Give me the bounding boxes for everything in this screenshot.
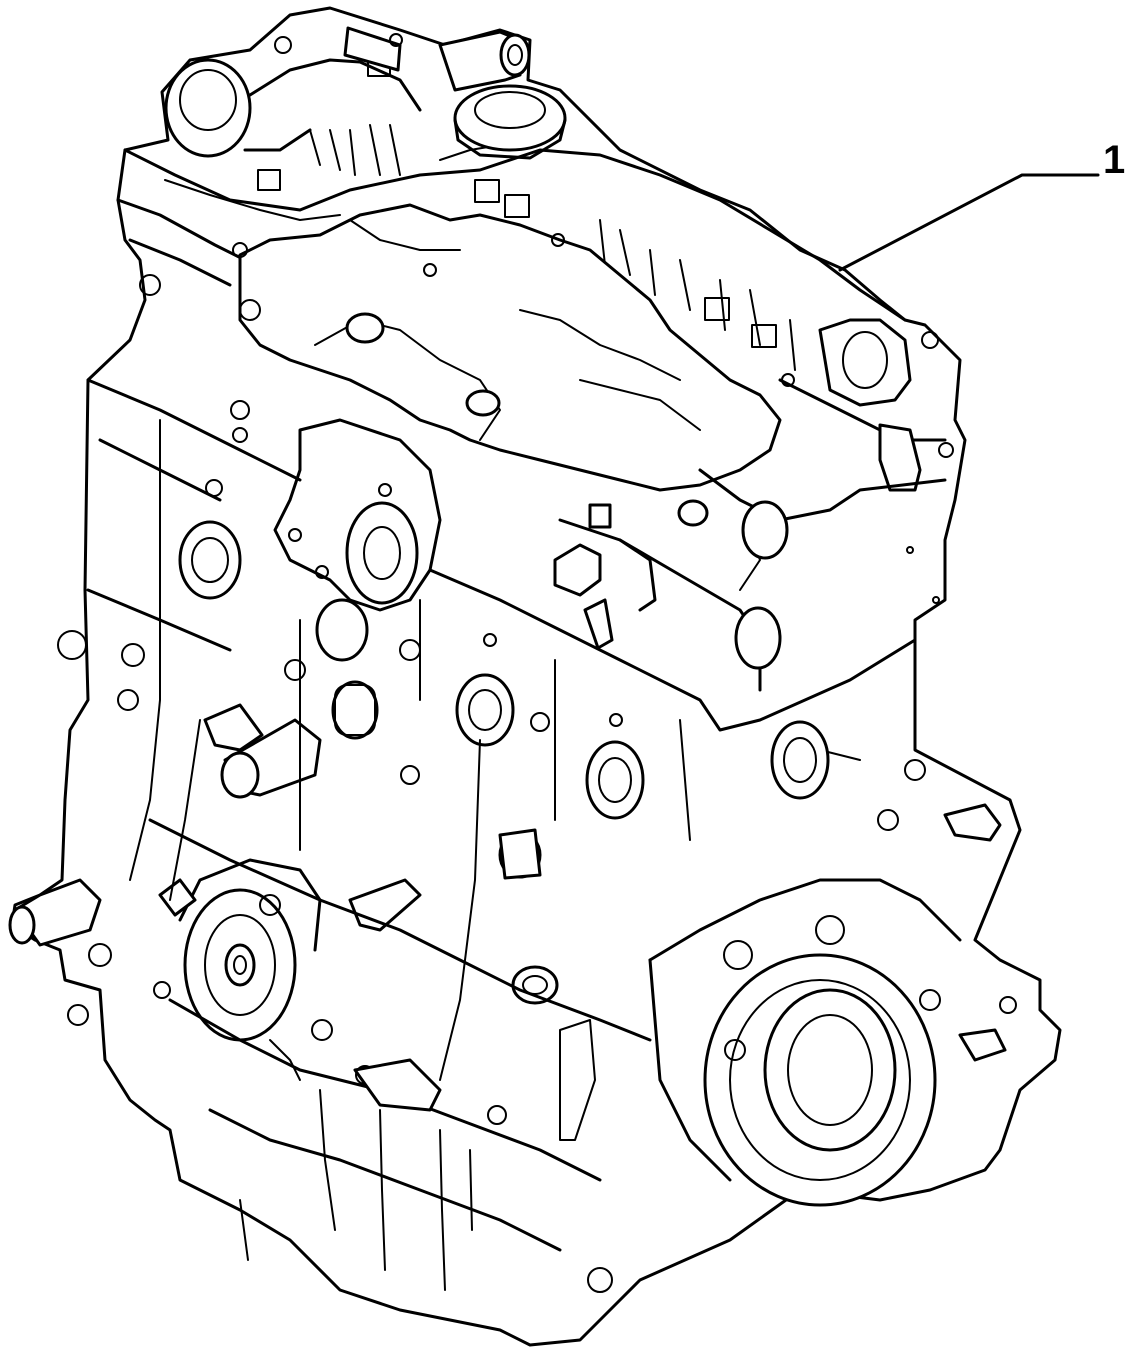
- block-face-details: [57, 274, 645, 1293]
- callout-leader: [838, 173, 1100, 272]
- rear-housing: [778, 318, 954, 604]
- oil-filler-cap: [453, 84, 567, 160]
- block-deck: [86, 378, 947, 732]
- intake-manifold: [232, 203, 782, 492]
- upper-outlet-pipe: [274, 26, 531, 92]
- water-pump-pulley: [178, 858, 322, 1081]
- callout-label-1: 1: [1103, 138, 1125, 182]
- thermostat-housing: [164, 58, 422, 158]
- throttle-body: [273, 418, 442, 612]
- flywheel-housing: [648, 720, 1017, 1207]
- block-ribs: [86, 419, 691, 1291]
- cylinder-head: [116, 61, 907, 371]
- coolant-inlet-pipe: [8, 703, 422, 947]
